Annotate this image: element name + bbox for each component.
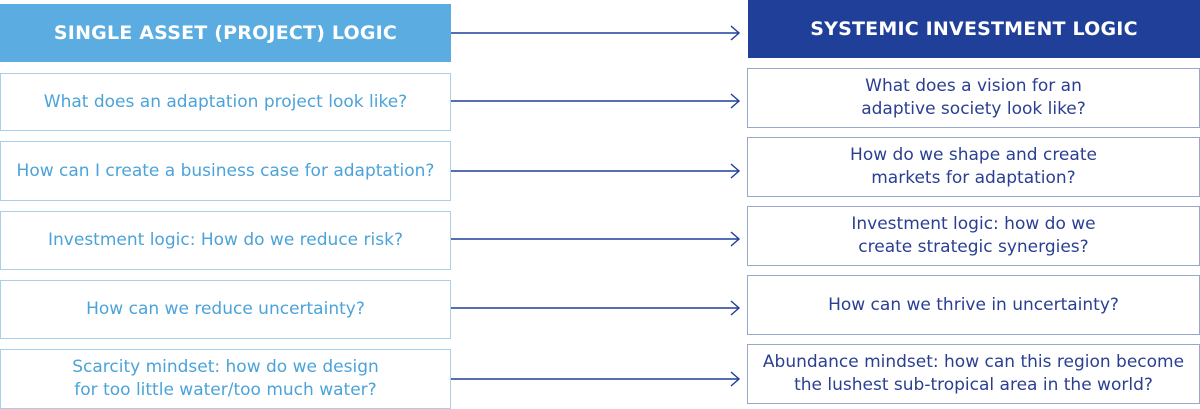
right-box-3: Investment logic: how do we create strat… xyxy=(747,206,1200,266)
left-box-2: How can I create a business case for ada… xyxy=(0,141,451,201)
right-box-5: Abundance mindset: how can this region b… xyxy=(747,344,1200,404)
left-box-4-text: How can we reduce uncertainty? xyxy=(86,299,365,319)
row-arrow-2 xyxy=(451,163,741,179)
right-box-4-text: How can we thrive in uncertainty? xyxy=(828,294,1119,315)
row-arrow-4 xyxy=(451,300,741,316)
left-box-1: What does an adaptation project look lik… xyxy=(0,73,451,131)
right-box-1-text: What does a vision for an adaptive socie… xyxy=(861,76,1086,119)
single-asset-logic-header: SINGLE ASSET (PROJECT) LOGIC xyxy=(0,4,451,62)
left-box-5-text: Scarcity mindset: how do we design for t… xyxy=(72,357,379,400)
right-box-1: What does a vision for an adaptive socie… xyxy=(747,68,1200,128)
row-arrow-3 xyxy=(451,231,741,247)
right-box-5-text: Abundance mindset: how can this region b… xyxy=(762,352,1185,395)
header-arrow xyxy=(451,25,741,41)
right-box-3-text: Investment logic: how do we create strat… xyxy=(851,214,1096,257)
right-box-4: How can we thrive in uncertainty? xyxy=(747,275,1200,335)
right-box-2-text: How do we shape and create markets for a… xyxy=(850,145,1097,188)
left-box-1-text: What does an adaptation project look lik… xyxy=(43,91,408,112)
row-arrow-1 xyxy=(451,93,741,109)
row-arrow-5 xyxy=(451,371,741,387)
left-box-3: Investment logic: How do we reduce risk? xyxy=(0,211,451,270)
left-box-2-text: How can I create a business case for ada… xyxy=(16,160,435,181)
right-box-2: How do we shape and create markets for a… xyxy=(747,137,1200,197)
systemic-investment-logic-header: SYSTEMIC INVESTMENT LOGIC xyxy=(748,0,1200,58)
left-box-4: How can we reduce uncertainty? xyxy=(0,280,451,339)
left-box-3-text: Investment logic: How do we reduce risk? xyxy=(48,230,403,250)
